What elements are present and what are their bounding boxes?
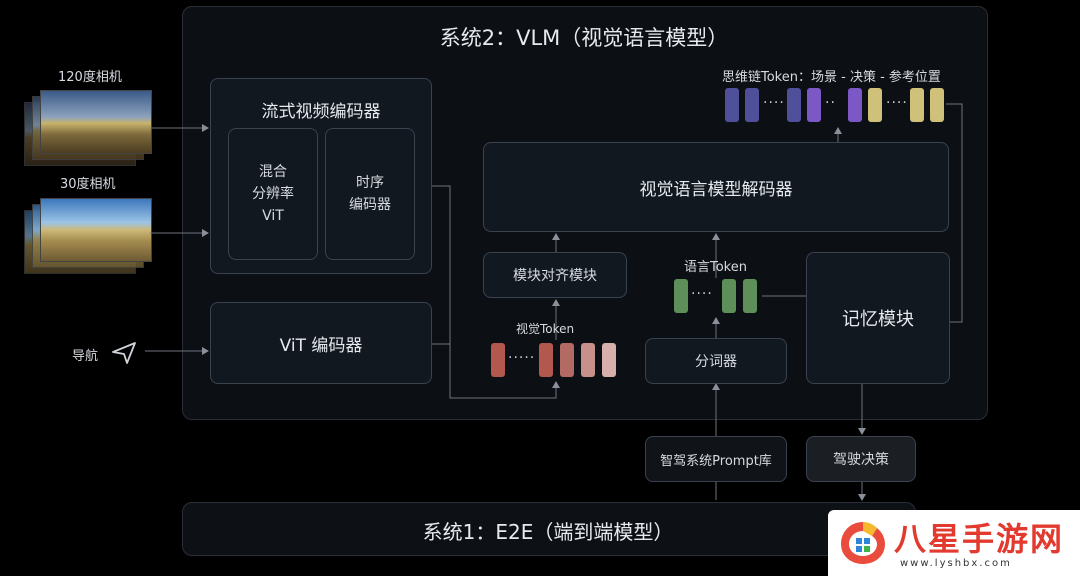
vlm-decoder-label: 视觉语言模型解码器: [639, 179, 793, 200]
visual-token-1: [491, 343, 505, 377]
streaming-video-encoder-title: 流式视频编码器: [261, 102, 381, 122]
alignment-module-box: 模块对齐模块: [483, 252, 627, 298]
vlm-decoder-box: 视觉语言模型解码器: [483, 142, 949, 232]
cot-token-4: [807, 88, 821, 122]
system1-panel: [182, 502, 916, 556]
camera-120-image: [40, 90, 152, 154]
visual-token-3: [560, 343, 574, 377]
prompt-library-box: 智驾系统Prompt库: [645, 436, 787, 482]
memory-module-label: 记忆模块: [842, 309, 914, 330]
driving-decision-box: 驾驶决策: [806, 436, 916, 482]
language-token-1: [674, 279, 688, 313]
mixed-resolution-vit-box: 混合 分辨率 ViT: [228, 128, 318, 260]
visual-token-ellipsis: ·····: [508, 350, 536, 366]
watermark-logo-icon: [836, 518, 890, 572]
cot-token-7: [910, 88, 924, 122]
memory-module-box: 记忆模块: [806, 252, 950, 384]
cot-token-5: [848, 88, 862, 122]
alignment-module-label: 模块对齐模块: [513, 268, 597, 284]
navigation-arrow-icon: [110, 340, 138, 370]
vit-encoder-box: ViT 编码器: [210, 302, 432, 384]
system1-title: 系统1：E2E（端到端模型）: [422, 520, 674, 544]
tokenizer-label: 分词器: [695, 354, 737, 370]
language-token-ellipsis: ····: [691, 286, 713, 302]
visual-token-4: [581, 343, 595, 377]
watermark-brand: 八星手游网: [894, 520, 1065, 558]
language-token-2: [722, 279, 736, 313]
prompt-library-label: 智驾系统Prompt库: [660, 453, 772, 469]
navigation-label: 导航: [72, 349, 99, 364]
cot-token-ellipsis-3: ····: [886, 95, 908, 111]
visual-token-2: [539, 343, 553, 377]
cot-token-ellipsis-1: ····: [763, 95, 785, 111]
cot-token-2: [745, 88, 759, 122]
visual-token-label: 视觉Token: [516, 322, 575, 336]
camera-30-image: [40, 198, 152, 262]
cot-token-label: 思维链Token：场景 - 决策 - 参考位置: [722, 70, 941, 85]
cot-token-3: [787, 88, 801, 122]
camera-30-label: 30度相机: [60, 177, 116, 192]
tokenizer-box: 分词器: [645, 338, 787, 384]
temporal-encoder-box: 时序 编码器: [325, 128, 415, 260]
system2-title: 系统2：VLM（视觉语言模型）: [439, 26, 729, 50]
visual-token-5: [602, 343, 616, 377]
language-token-3: [743, 279, 757, 313]
vit-encoder-label: ViT 编码器: [279, 335, 363, 356]
cot-token-ellipsis-2: ··: [825, 95, 836, 111]
cot-token-8: [930, 88, 944, 122]
cot-token-1: [725, 88, 739, 122]
language-token-label: 语言Token: [684, 260, 747, 275]
watermark: 八星手游网 www.lyshbx.com: [828, 510, 1080, 576]
temporal-encoder-label: 时序 编码器: [349, 175, 391, 213]
watermark-url: www.lyshbx.com: [900, 558, 1012, 569]
camera-120-label: 120度相机: [58, 70, 122, 85]
mixed-resolution-vit-label: 混合 分辨率 ViT: [252, 164, 294, 224]
driving-decision-label: 驾驶决策: [833, 452, 889, 468]
cot-token-6: [868, 88, 882, 122]
